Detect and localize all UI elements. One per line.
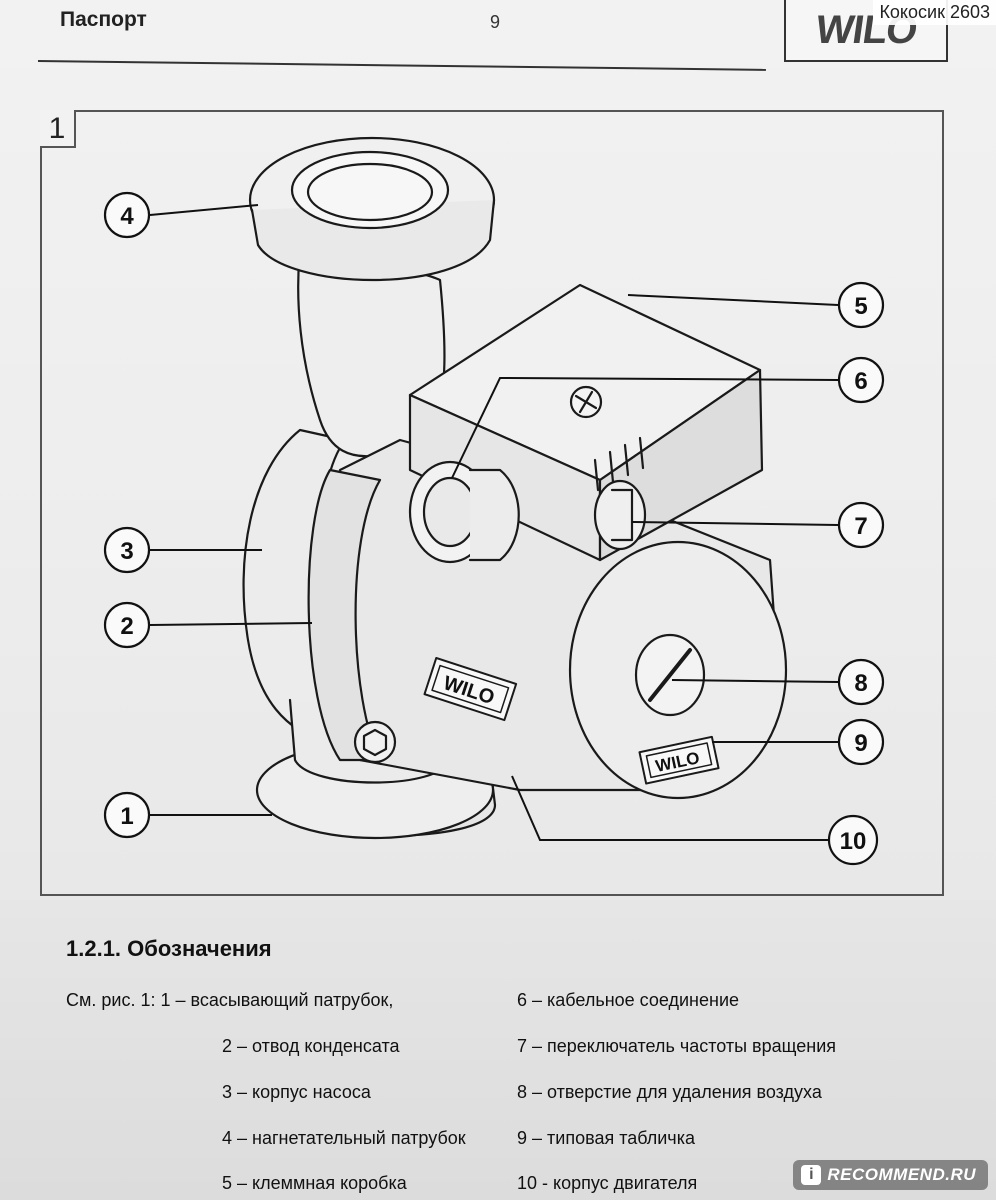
callout-10-circle <box>827 814 879 866</box>
callout-2: 2 <box>120 613 133 640</box>
body-wilo-plate <box>423 657 518 722</box>
section-heading: 1.2.1. Обозначения <box>66 936 272 961</box>
figure-number: 1 <box>40 110 76 148</box>
type-plate <box>638 735 720 785</box>
callout-7-circle <box>837 501 885 549</box>
callout-8-circle <box>837 658 885 706</box>
legend-item-3: 3 – корпус насоса <box>222 1082 371 1102</box>
legend-item-8: 8 – отверстие для удаления воздуха <box>517 1082 822 1102</box>
callout-3: 3 <box>120 538 133 565</box>
pump-drawing: WILO WILO 4 3 2 1 <box>103 136 885 866</box>
legend-item-9: 9 – типовая табличка <box>517 1128 695 1148</box>
legend-item-4: 4 – нагнетательный патрубок <box>222 1128 466 1148</box>
discharge-flange-side <box>250 198 496 282</box>
page-bottom-background <box>0 900 996 1200</box>
legend-item-6: 6 – кабельное соединение <box>517 990 740 1010</box>
recommend-icon: i <box>801 1165 822 1185</box>
callout-10: 10 <box>840 828 867 855</box>
legend-item-10: 10 - корпус двигателя <box>517 1173 698 1193</box>
callout-2-circle <box>103 601 151 649</box>
callout-1: 1 <box>120 803 133 830</box>
page-header-title: Паспорт <box>60 8 147 31</box>
callout-3-circle <box>103 526 151 574</box>
callout-6-circle <box>837 356 885 404</box>
callout-4-circle <box>103 191 151 239</box>
callout-5: 5 <box>854 293 867 320</box>
callout-9: 9 <box>854 730 867 757</box>
callout-1-circle <box>103 791 151 839</box>
hex-bolt <box>353 720 397 764</box>
legend-item-1: См. рис. 1: 1 – всасывающий патрубок, <box>66 990 394 1010</box>
callout-4: 4 <box>120 203 134 230</box>
callout-7: 7 <box>854 513 867 540</box>
page-number: 9 <box>490 12 501 32</box>
recommend-badge[interactable]: i RECOMMEND.RU <box>793 1160 988 1190</box>
legend-item-5: 5 – клеммная коробка <box>222 1173 407 1193</box>
legend-item-2: 2 – отвод конденсата <box>222 1036 400 1056</box>
callout-5-circle <box>837 281 885 329</box>
legend-item-7: 7 – переключатель частоты вращения <box>517 1036 836 1056</box>
callout-6: 6 <box>854 368 867 395</box>
callout-8: 8 <box>854 670 867 697</box>
figure-frame <box>40 110 944 896</box>
speed-switch <box>593 479 647 551</box>
user-watermark: Кокосик 2603 <box>873 0 996 25</box>
recommend-text: RECOMMEND.RU <box>827 1165 976 1184</box>
callout-9-circle <box>837 718 885 766</box>
